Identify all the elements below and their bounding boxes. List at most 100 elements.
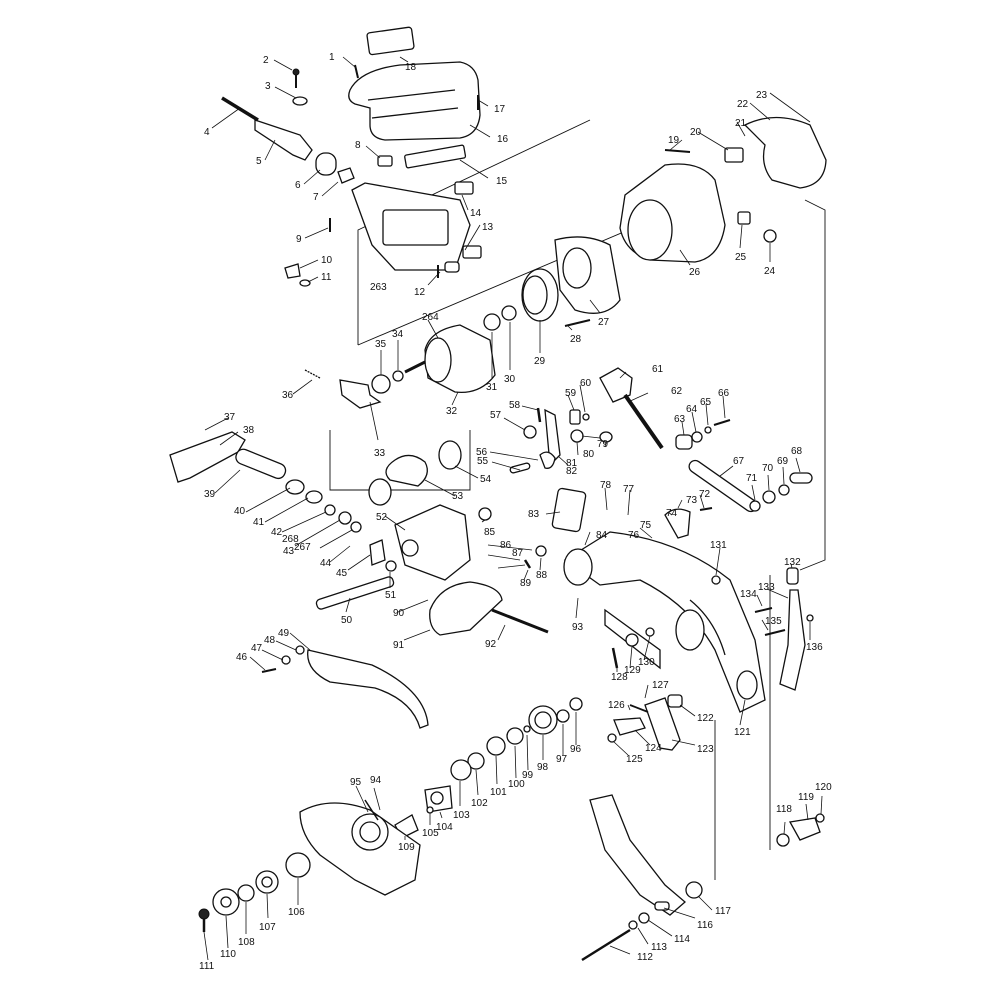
- callout-70: 70: [762, 463, 774, 474]
- callout-81: 81: [566, 458, 578, 469]
- callout-93: 93: [572, 622, 584, 633]
- callout-36: 36: [282, 390, 294, 401]
- callout-98: 98: [537, 762, 549, 773]
- callout-94: 94: [370, 775, 382, 786]
- callout-43: 43: [283, 546, 295, 557]
- callout-15: 15: [496, 176, 508, 187]
- callout-105: 105: [422, 828, 439, 839]
- callout-46: 46: [236, 652, 248, 663]
- callout-119: 119: [798, 792, 814, 803]
- callout-5: 5: [256, 156, 262, 167]
- callout-125: 125: [626, 754, 643, 765]
- callout-123: 123: [697, 744, 714, 755]
- callout-267: 267: [294, 542, 311, 553]
- callout-22: 22: [737, 99, 749, 110]
- callout-95: 95: [350, 777, 362, 788]
- callout-4: 4: [204, 127, 210, 138]
- callout-84: 84: [596, 530, 608, 541]
- callout-23: 23: [756, 90, 768, 101]
- callout-50: 50: [341, 615, 353, 626]
- callout-30: 30: [504, 374, 516, 385]
- callout-9: 9: [296, 234, 302, 245]
- callout-89: 89: [520, 578, 532, 589]
- callout-103: 103: [453, 810, 470, 821]
- callout-133: 133: [758, 582, 775, 593]
- callout-64: 64: [686, 404, 698, 415]
- callout-76: 76: [628, 530, 640, 541]
- callout-130: 130: [638, 657, 655, 668]
- callout-10: 10: [321, 255, 333, 266]
- callout-102: 102: [471, 798, 488, 809]
- callout-1: 1: [329, 52, 335, 63]
- callout-78: 78: [600, 480, 612, 491]
- top-cover-assembly: [221, 26, 482, 287]
- callout-72: 72: [699, 489, 711, 500]
- callout-90: 90: [393, 608, 405, 619]
- callout-113: 113: [651, 942, 667, 953]
- callout-268: 268: [282, 534, 299, 545]
- callout-135: 135: [765, 616, 782, 627]
- callout-49: 49: [278, 628, 290, 639]
- callout-73: 73: [686, 495, 698, 506]
- callout-106: 106: [288, 907, 305, 918]
- guard-and-lever-assembly: [581, 794, 825, 962]
- handle-and-arm-assembly: [169, 367, 813, 729]
- callout-68: 68: [791, 446, 803, 457]
- callout-82: 82: [566, 466, 578, 477]
- callout-labels: 1 2 3 4 5 6 7 8 9 10 11 12 13 14 15 16 1…: [199, 52, 832, 972]
- callout-19: 19: [668, 135, 680, 146]
- callout-51: 51: [385, 590, 397, 601]
- callout-2: 2: [263, 55, 269, 66]
- callout-12: 12: [414, 287, 426, 298]
- callout-116: 116: [697, 920, 713, 931]
- callout-110: 110: [220, 949, 236, 960]
- callout-88: 88: [536, 570, 548, 581]
- lower-arm-assembly: [563, 531, 814, 751]
- callout-108: 108: [238, 937, 255, 948]
- callout-6: 6: [295, 180, 301, 191]
- callout-32: 32: [446, 406, 458, 417]
- callout-8: 8: [355, 140, 361, 151]
- callout-63: 63: [674, 414, 686, 425]
- callout-114: 114: [674, 934, 690, 945]
- callout-38: 38: [243, 425, 255, 436]
- callout-92: 92: [485, 639, 497, 650]
- callout-134: 134: [740, 589, 757, 600]
- blade-assembly: [198, 697, 583, 932]
- callout-80: 80: [583, 449, 595, 460]
- callout-100: 100: [508, 779, 525, 790]
- callout-263: 263: [370, 282, 387, 293]
- callout-85: 85: [484, 527, 496, 538]
- group-outline-lines: [329, 119, 826, 880]
- callout-56: 56: [476, 447, 488, 458]
- callout-132: 132: [784, 557, 801, 568]
- callout-136: 136: [806, 642, 823, 653]
- callout-40: 40: [234, 506, 246, 517]
- callout-14: 14: [470, 208, 482, 219]
- callout-28: 28: [570, 334, 582, 345]
- callout-21: 21: [735, 118, 747, 129]
- callout-57: 57: [490, 410, 502, 421]
- callout-58: 58: [509, 400, 521, 411]
- callout-33: 33: [374, 448, 386, 459]
- callout-118: 118: [776, 804, 792, 815]
- callout-109: 109: [398, 842, 415, 853]
- callout-91: 91: [393, 640, 405, 651]
- callout-34: 34: [392, 329, 404, 340]
- callout-74: 74: [666, 508, 678, 519]
- motor-assembly: [371, 116, 827, 394]
- callout-117: 117: [715, 906, 731, 917]
- callout-65: 65: [700, 397, 712, 408]
- callout-83: 83: [528, 509, 540, 520]
- callout-96: 96: [570, 744, 582, 755]
- callout-20: 20: [690, 127, 702, 138]
- callout-16: 16: [497, 134, 509, 145]
- callout-17: 17: [494, 104, 506, 115]
- callout-47: 47: [251, 643, 263, 654]
- callout-27: 27: [598, 317, 610, 328]
- callout-66: 66: [718, 388, 730, 399]
- callout-29: 29: [534, 356, 546, 367]
- callout-55: 55: [477, 456, 489, 467]
- callout-131: 131: [710, 540, 727, 551]
